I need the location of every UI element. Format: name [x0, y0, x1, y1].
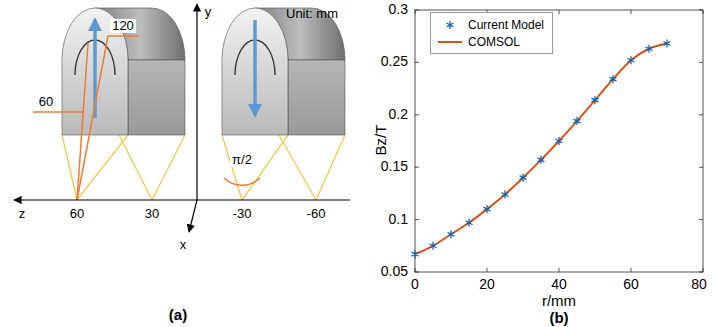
legend-sample	[437, 19, 463, 31]
model-marker	[502, 190, 509, 198]
legend-text: Current Model	[468, 18, 544, 32]
plot-frame	[415, 10, 703, 272]
position-label: 60	[70, 207, 84, 221]
model-marker	[628, 56, 635, 64]
dimension-leaders	[33, 36, 260, 200]
tick-label: 0.1	[389, 212, 408, 227]
dimension-label: 60	[37, 95, 55, 109]
legend-entry: COMSOL	[437, 33, 544, 50]
tick-marks	[415, 10, 703, 272]
tick-label: 40	[551, 277, 567, 292]
model-marker	[466, 219, 473, 227]
projection-lines	[62, 135, 345, 200]
axis-title: Bz/T	[373, 125, 390, 156]
legend-text: COMSOL	[468, 35, 520, 49]
magnetization-arrow	[253, 20, 257, 115]
model-marker	[412, 250, 419, 258]
model-marker	[664, 40, 671, 48]
model-marker	[574, 117, 581, 125]
axis-name: z	[19, 207, 26, 221]
chart-legend: Current ModelCOMSOL	[430, 12, 553, 54]
magnet-right	[222, 8, 345, 135]
tick-label: 20	[479, 277, 495, 292]
model-marker	[592, 96, 599, 104]
model-marker	[556, 137, 563, 145]
data-series	[412, 40, 671, 259]
panel-label: (a)	[169, 307, 187, 324]
model-marker	[484, 205, 491, 213]
model-marker	[448, 230, 455, 238]
model-marker	[610, 75, 617, 83]
tick-label: 0.25	[381, 55, 408, 70]
position-label: 30	[145, 207, 159, 221]
model-marker	[430, 242, 437, 250]
dimension-label: 120	[110, 19, 136, 33]
position-label: -30	[233, 207, 252, 221]
axis-name: x	[180, 238, 187, 252]
tick-label: 0.15	[381, 159, 408, 174]
axis-name: y	[205, 5, 212, 19]
legend-entry: Current Model	[437, 16, 544, 33]
magnet-left	[62, 8, 185, 135]
tick-label: 80	[691, 277, 707, 292]
axis-title: r/mm	[542, 293, 576, 310]
tick-label: 0.05	[381, 264, 408, 279]
coordinate-axes	[14, 4, 350, 232]
tick-label: 60	[623, 277, 639, 292]
comsol-curve	[415, 44, 667, 255]
tick-label: 0.3	[389, 2, 408, 17]
model-marker	[646, 45, 653, 53]
legend-sample	[437, 36, 463, 48]
unit-note: Unit: mm	[286, 7, 338, 21]
model-marker	[520, 174, 527, 182]
angle-label: π/2	[230, 153, 254, 167]
model-marker	[538, 156, 545, 164]
panel-label: (b)	[549, 310, 568, 327]
tick-label: 0	[411, 277, 419, 292]
position-label: -60	[307, 207, 326, 221]
tick-label: 0.2	[389, 107, 408, 122]
